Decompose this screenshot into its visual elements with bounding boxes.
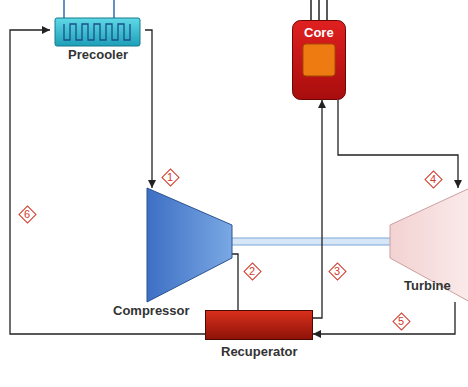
callout-text: 6 bbox=[24, 208, 30, 220]
turbine-symbol: Turbine bbox=[390, 188, 468, 302]
callout-text: 1 bbox=[167, 171, 173, 183]
callout-number: 4 bbox=[424, 170, 442, 188]
callout-text: 4 bbox=[430, 173, 436, 185]
callout-text: 3 bbox=[334, 265, 340, 277]
flow-line bbox=[232, 254, 238, 310]
flow-line bbox=[338, 100, 458, 188]
recuperator-box: Recuperator bbox=[205, 310, 313, 340]
core-box: Core bbox=[292, 20, 346, 100]
flow-line bbox=[10, 30, 205, 334]
flow-line bbox=[313, 302, 455, 334]
callout-text: 2 bbox=[249, 265, 255, 277]
flow-line bbox=[313, 100, 322, 318]
node-label: Core bbox=[304, 25, 334, 40]
flow-line bbox=[145, 30, 152, 188]
compressor-symbol: Compressor bbox=[147, 188, 232, 302]
node-shape bbox=[205, 310, 313, 340]
callout-number: 2 bbox=[243, 262, 261, 280]
shaft-link bbox=[232, 241, 390, 242]
node-label: Precooler bbox=[68, 47, 128, 62]
callout-number: 3 bbox=[328, 262, 346, 280]
callout-number: 6 bbox=[18, 205, 36, 223]
shaft bbox=[230, 238, 392, 245]
precooler-box: Precooler bbox=[50, 14, 145, 64]
callout-number: 5 bbox=[392, 312, 410, 330]
node-label: Compressor bbox=[113, 303, 190, 318]
node-label: Recuperator bbox=[221, 344, 298, 359]
callout-text: 5 bbox=[398, 315, 404, 327]
node-shape bbox=[147, 188, 232, 302]
callout-number: 1 bbox=[161, 168, 179, 186]
node-label: Turbine bbox=[404, 278, 451, 293]
core-leads bbox=[311, 0, 327, 22]
